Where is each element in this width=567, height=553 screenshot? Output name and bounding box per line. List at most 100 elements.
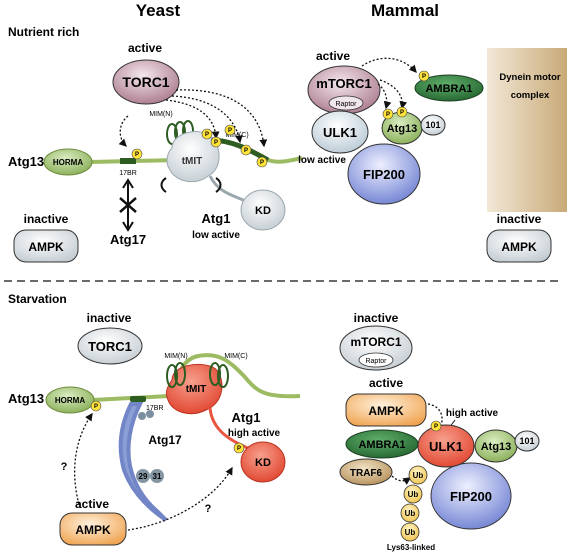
p-label-horma-starv: P bbox=[94, 404, 98, 410]
p-sites-yeast-rich bbox=[131, 124, 268, 168]
ampk-inactive-mammal-text: AMPK bbox=[501, 240, 537, 254]
ub-1-text: Ub bbox=[413, 471, 424, 480]
p-label-ulk1-starv: P bbox=[434, 424, 438, 430]
p-label-4: P bbox=[228, 128, 232, 134]
p-label-kd-high: P bbox=[237, 446, 241, 452]
p-site-mim-2 bbox=[210, 136, 222, 148]
mtorc1-inactive-label: inactive bbox=[354, 311, 399, 325]
dynein-label-line1: Dynein motor bbox=[499, 72, 561, 83]
ampk-active-yeast-label: active bbox=[75, 497, 109, 511]
mim-c-label: MIM(C) bbox=[225, 132, 248, 139]
101-starv-text: 101 bbox=[519, 436, 534, 446]
arrow-ampk-to-horma bbox=[73, 412, 93, 509]
p-site-mim-4 bbox=[240, 144, 252, 156]
ub-3 bbox=[400, 503, 420, 523]
arrow-torc1-to-mim-c-2 bbox=[171, 95, 243, 144]
raptor-active bbox=[328, 95, 364, 111]
horma-starv-text: HORMA bbox=[55, 396, 85, 405]
atg1-label-starv: Atg1 bbox=[232, 410, 261, 425]
atg1-label-rich: Atg1 bbox=[202, 211, 231, 226]
tmit-high bbox=[165, 363, 223, 415]
ambra1-rich bbox=[414, 74, 484, 102]
atg1-high-active: high active bbox=[228, 428, 281, 439]
17br-starv-segment bbox=[130, 396, 146, 402]
atg17-arrowhead-down bbox=[122, 221, 134, 232]
ulk1-starv bbox=[417, 424, 475, 468]
arrow-torc1-to-mim-c-1 bbox=[165, 99, 220, 140]
arrow-ampk-to-ulk1 bbox=[427, 403, 446, 432]
nutrient-rich-heading: Nutrient rich bbox=[8, 25, 79, 39]
ub-1 bbox=[408, 465, 428, 485]
traf6-text: TRAF6 bbox=[350, 468, 383, 479]
arrow-mtorc1-to-ulk1-2 bbox=[379, 79, 408, 110]
yeast-header: Yeast bbox=[136, 1, 181, 20]
ulk1-rich bbox=[311, 110, 369, 154]
p-site-ulk1-rich bbox=[382, 108, 394, 120]
torc1-active-text: TORC1 bbox=[122, 74, 169, 90]
dynein-motor-complex bbox=[487, 48, 567, 212]
fip200-starv-text: FIP200 bbox=[450, 489, 492, 504]
p-site-ambra1 bbox=[418, 70, 430, 82]
horma-text: HORMA bbox=[53, 158, 83, 167]
ub-4-text: Ub bbox=[405, 528, 416, 537]
atg17-ribbon bbox=[118, 402, 168, 522]
p-site-horma-starv bbox=[90, 400, 102, 412]
torc1-active bbox=[112, 59, 180, 105]
ub-2 bbox=[403, 484, 423, 504]
traf6 bbox=[339, 458, 393, 486]
ampk-inactive-mammal bbox=[486, 229, 552, 263]
torc1-inactive-label: inactive bbox=[87, 311, 132, 325]
101-starv bbox=[514, 430, 540, 452]
p-label-2: P bbox=[205, 132, 209, 138]
ampk-inactive-mammal-label: inactive bbox=[497, 212, 542, 226]
horma-domain bbox=[43, 148, 93, 176]
p-label-6: P bbox=[260, 160, 264, 166]
p-site-ulk1-starv bbox=[430, 420, 442, 432]
torc1-inactive bbox=[77, 327, 143, 365]
mim-c-starv-label: MIM(C) bbox=[224, 353, 247, 360]
atg13-rich-text: Atg13 bbox=[387, 123, 418, 135]
torc1-inactive-text: TORC1 bbox=[88, 339, 132, 354]
atg13-label: Atg13 bbox=[8, 154, 44, 169]
mtorc1-active-text: mTORC1 bbox=[316, 76, 371, 91]
question-2: ? bbox=[205, 503, 212, 515]
17br-segment bbox=[120, 158, 136, 164]
mim-n-starv-label: MIM(N) bbox=[164, 353, 187, 360]
atg31-text: 31 bbox=[153, 472, 162, 481]
raptor-inactive-text: Raptor bbox=[365, 358, 387, 365]
kd-low bbox=[240, 189, 286, 231]
dynein-label-line2: complex bbox=[511, 90, 550, 101]
ulk1-rich-text: ULK1 bbox=[323, 125, 357, 140]
block-cross bbox=[119, 197, 137, 213]
horma-starv bbox=[45, 386, 95, 414]
ampk-inactive-yeast-text: AMPK bbox=[28, 240, 64, 254]
ulk1-low-active: low active bbox=[298, 155, 346, 166]
fip200-starv bbox=[430, 462, 512, 530]
atg17-dot-1 bbox=[138, 412, 146, 420]
p-site-mim-1 bbox=[201, 128, 213, 140]
arrow-mtorc1-to-ulk1-1 bbox=[377, 83, 392, 110]
atg31-circle bbox=[150, 469, 164, 483]
p-site-mim-5 bbox=[256, 156, 268, 168]
p-label-3: P bbox=[214, 140, 218, 146]
17br-starv-text: 17BR bbox=[146, 405, 164, 412]
atg17-arrowhead-up bbox=[122, 178, 134, 189]
p-label-ulk1-rich: P bbox=[386, 112, 390, 118]
fip200-rich bbox=[347, 143, 421, 205]
ubiquitin-chain bbox=[400, 465, 428, 542]
mtorc1-inactive bbox=[339, 325, 413, 371]
tmit-high-text: tMIT bbox=[186, 384, 207, 395]
atg13-starv-text: Atg13 bbox=[481, 441, 512, 453]
17br-text: 17BR bbox=[119, 170, 137, 177]
ampk-active-mammal-label: active bbox=[369, 376, 403, 390]
mim-starv-coils bbox=[166, 362, 229, 388]
ampk-inactive-yeast bbox=[13, 229, 79, 263]
arrow-torc1-to-mim-c-3 bbox=[175, 89, 268, 148]
mammal-header: Mammal bbox=[371, 1, 439, 20]
arrow-ampk-to-kd bbox=[127, 466, 233, 531]
arrow-mtorc1-to-ambra1 bbox=[361, 57, 417, 73]
mtorc1-inactive-text: mTORC1 bbox=[350, 335, 401, 349]
atg29-circle bbox=[136, 469, 150, 483]
p-label-1: P bbox=[135, 152, 139, 158]
mim-n-label: MIM(N) bbox=[149, 111, 172, 118]
